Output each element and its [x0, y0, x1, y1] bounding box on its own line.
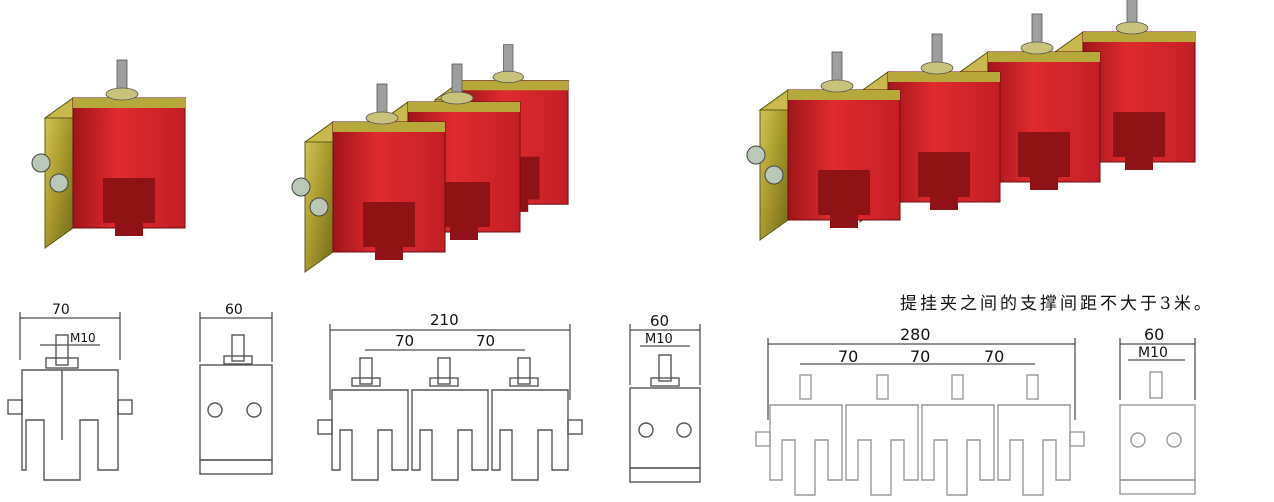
dim-pitch-2: 70	[476, 332, 495, 350]
dim-width-60: 60	[1144, 325, 1164, 344]
drawing-triple-front: 210 70 70	[317, 311, 583, 481]
clamp-photo-triple	[291, 44, 569, 273]
dim-width-70: 70	[52, 302, 70, 318]
dim-bolt-m10: M10	[70, 331, 96, 345]
dim-bolt-m10: M10	[645, 332, 673, 347]
drawing-quad-side: 60 M10	[1119, 325, 1196, 495]
spacing-note: 提挂夹之间的支撑间距不大于3米。	[900, 294, 1214, 314]
drawing-triple-side: 60 M10	[629, 312, 701, 483]
dim-width-60: 60	[650, 312, 669, 330]
clamp-photo-quad	[746, 0, 1196, 241]
dim-pitch-1: 70	[395, 332, 414, 350]
drawing-quad-front: 280 70 70 70	[755, 325, 1085, 496]
dim-pitch-3: 70	[984, 347, 1004, 366]
dim-total-210: 210	[430, 311, 459, 329]
dim-width-60: 60	[225, 302, 243, 318]
dim-pitch-1: 70	[838, 347, 858, 366]
dim-pitch-2: 70	[910, 347, 930, 366]
clamp-photo-single	[31, 59, 186, 249]
dim-bolt-m10: M10	[1138, 345, 1168, 361]
drawing-single-side: 60	[199, 302, 273, 475]
drawing-single-front: 70 M10	[7, 302, 133, 481]
dim-total-280: 280	[900, 325, 931, 344]
